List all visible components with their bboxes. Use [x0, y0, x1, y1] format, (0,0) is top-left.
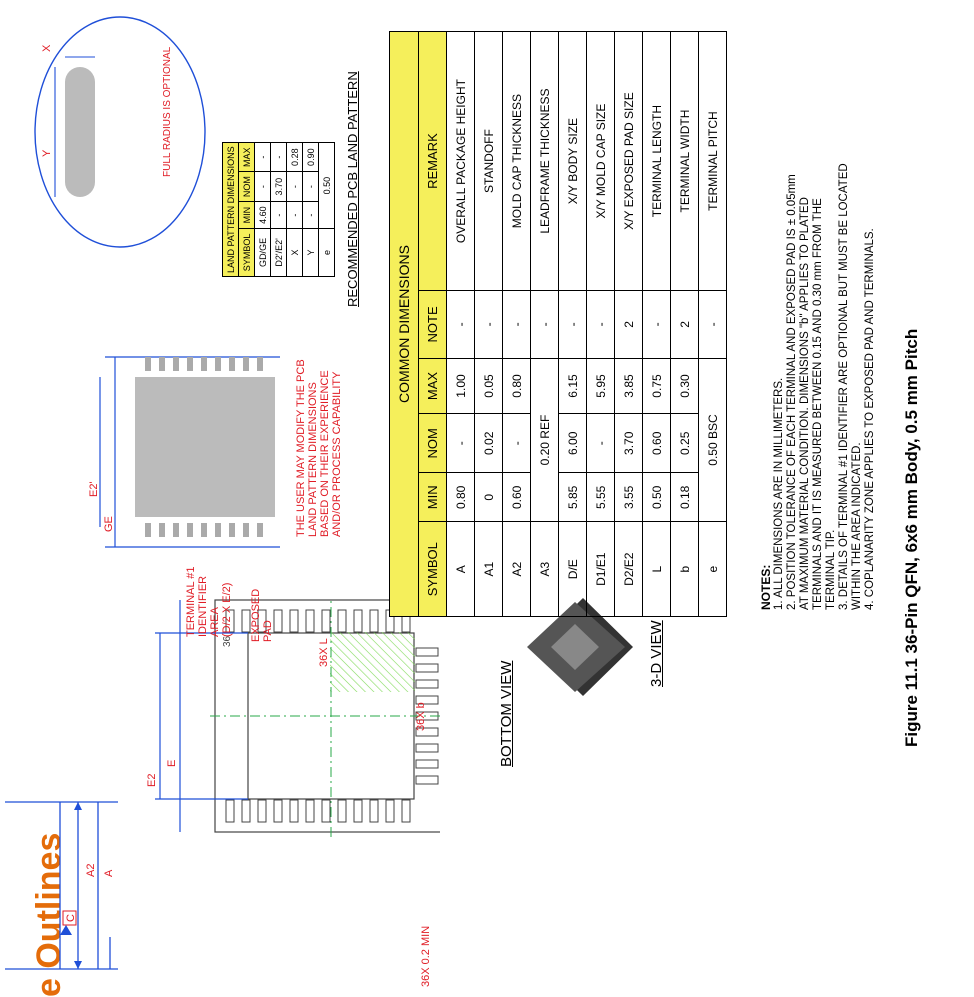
full-radius-label: FULL RADIUS IS OPTIONAL: [162, 46, 173, 177]
note-line: TERMINALS AND IT IS MEASURED BETWEEN 0.1…: [812, 198, 824, 610]
common-dimensions-title: COMMON DIMENSIONS: [389, 31, 419, 617]
terminal-id-label: TERMINAL #1 IDENTIFIER AREA (D/2 X E/2): [185, 566, 233, 637]
datum-c-label: C: [65, 914, 77, 922]
dim-a-label: A: [103, 869, 115, 877]
pcb-user-note: THE USER MAY MODIFY THE PCB LAND PATTERN…: [295, 359, 343, 537]
dim-e2-label: E2: [146, 774, 158, 787]
notes-heading: NOTES:: [759, 564, 773, 610]
bottom-view-label: BOTTOM VIEW: [498, 660, 515, 767]
terminal-length-label: 36X L: [318, 638, 330, 667]
dim-x-label: X: [41, 44, 53, 52]
dim-ge-label: GE: [103, 516, 115, 532]
note-line: TERMINAL TIP.: [825, 529, 837, 610]
note-line: 4. COPLANARITY ZONE APPLIES TO EXPOSED P…: [864, 228, 876, 610]
dim-y-label: Y: [41, 149, 53, 157]
note-line: AT MAXIMUM MATERIAL CONDITION. DIMENSION…: [799, 197, 811, 610]
note-line: 1. ALL DIMENSIONS ARE IN MILLIMETERS.: [773, 377, 785, 610]
exposed-pad-label: EXPOSED PAD: [250, 588, 274, 642]
table-row: D2'/E2'-3.70-: [270, 142, 287, 277]
dim-e-body-label: E: [166, 760, 178, 767]
note-line: WITHIN THE AREA INDICATED.: [851, 442, 863, 610]
package-3d-drawing: [527, 598, 633, 696]
pcb-land-pattern-drawing: GE E2': [88, 356, 280, 548]
land-detail-ellipse: Y X FULL RADIUS IS OPTIONAL: [34, 16, 206, 248]
min-spacing-label: 36X 0.2 MIN: [420, 925, 432, 987]
side-profile-drawing: C A2 A: [5, 801, 118, 970]
dim-a2-label: A2: [85, 864, 97, 877]
terminal-width-label: 36X b: [415, 702, 427, 731]
dim-e2p-label: E2': [88, 481, 100, 497]
note-line: 3. DETAILS OF TERMINAL #1 IDENTIFIER ARE…: [838, 163, 850, 610]
bottom-view-drawing: E2 E 36: [146, 599, 440, 837]
table-row: X--0.28: [286, 142, 303, 277]
notes-block: NOTES: 1. ALL DIMENSIONS ARE IN MILLIMET…: [759, 10, 877, 610]
figure-caption: Figure 11.1 36-Pin QFN, 6x6 mm Body, 0.5…: [902, 328, 921, 747]
pcb-land-pattern-label: RECOMMENDED PCB LAND PATTERN: [345, 71, 360, 307]
pin-36-label: 36: [222, 635, 233, 647]
land-pattern-title: LAND PATTERN DIMENSIONS: [222, 142, 239, 277]
3d-view-label: 3-D VIEW: [648, 620, 665, 687]
table-row: Y--0.90: [302, 142, 319, 277]
note-line: 2. POSITION TOLERANCE OF EACH TERMINAL A…: [786, 174, 798, 610]
